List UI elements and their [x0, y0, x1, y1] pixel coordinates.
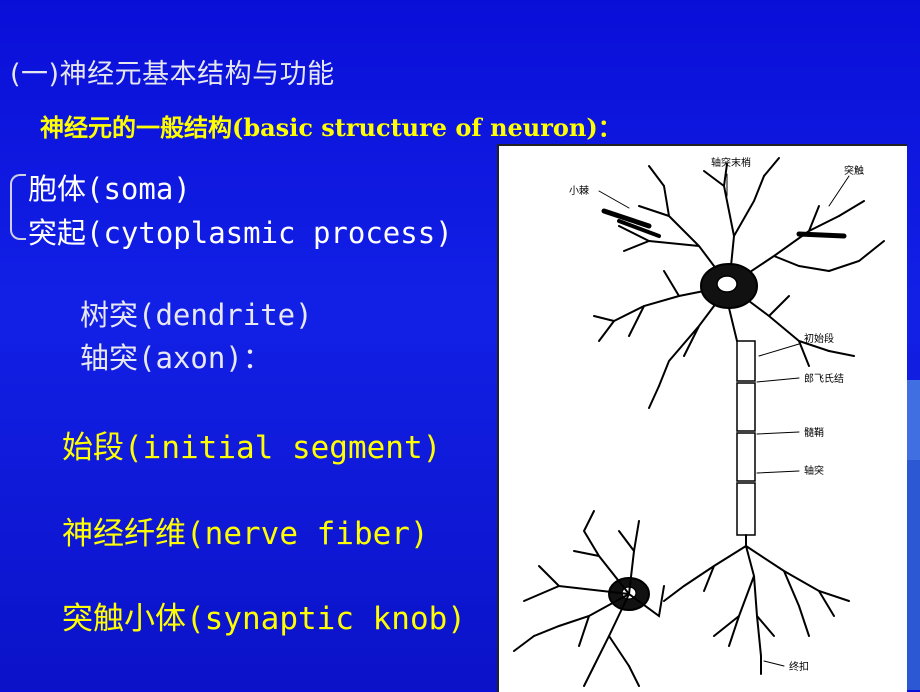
label-axon-terminal: 轴突末梢 [711, 156, 751, 169]
diagram-labels: 轴突末梢 突触 小棘 初始段 郎飞氏结 髓鞘 轴突 终扣 [569, 156, 864, 673]
nerve-fiber-item: 神经纤维(nerve fiber) [62, 516, 429, 552]
bracket [10, 174, 26, 240]
dendrite-item: 树突(dendrite) [80, 298, 313, 332]
label-myelin-sheath: 髓鞘 [804, 426, 824, 439]
label-small-knob: 小棘 [569, 185, 589, 197]
label-synapse: 突触 [844, 164, 864, 177]
axon-item: 轴突(axon)： [80, 341, 272, 375]
label-terminal-button: 终扣 [789, 660, 809, 673]
neuron-diagram: 轴突末梢 突触 小棘 初始段 郎飞氏结 髓鞘 轴突 终扣 [497, 144, 907, 692]
label-node-of-ranvier: 郎飞氏结 [804, 372, 844, 385]
process-item: 突起(cytoplasmic process) [28, 216, 453, 250]
slide-subtitle: 神经元的一般结构(basic structure of neuron)： [40, 113, 622, 142]
label-axon: 轴突 [804, 464, 824, 477]
initial-segment-item: 始段(initial segment) [62, 430, 442, 466]
neuron-drawing [513, 157, 885, 687]
slide-title: (一)神经元基本结构与功能 [10, 59, 335, 90]
soma-item: 胞体(soma) [28, 172, 191, 206]
label-initial-segment: 初始段 [804, 332, 834, 345]
synaptic-knob-item: 突触小体(synaptic knob) [62, 601, 466, 637]
